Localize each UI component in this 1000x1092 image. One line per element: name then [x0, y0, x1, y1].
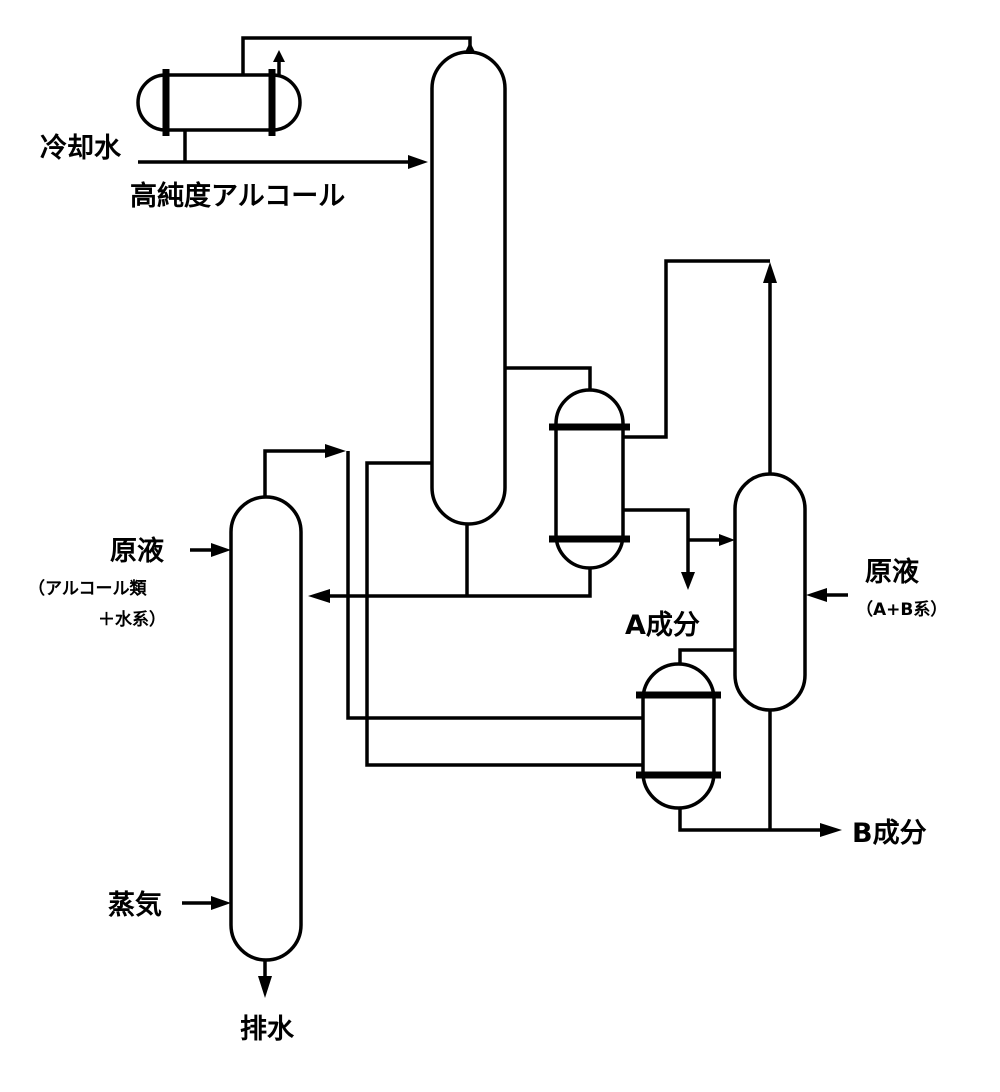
arrow-up-icon — [464, 42, 476, 54]
column1-overhead-line — [263, 449, 326, 497]
arrow-right-icon — [719, 534, 735, 546]
column-2 — [430, 50, 507, 526]
arrow-left-icon — [806, 588, 827, 602]
label-cooling-water: 冷却水 — [40, 133, 122, 164]
lower-exchanger-shell — [641, 662, 716, 810]
loop-line-inner — [365, 461, 432, 728]
piping — [138, 36, 848, 978]
arrow-right-icon — [211, 896, 231, 910]
arrow-down-icon — [681, 572, 695, 590]
arrow-left-icon — [308, 589, 330, 603]
reboiler-outlet-line — [623, 508, 690, 575]
arrow-up-icon — [273, 50, 285, 62]
label-raw-liquid-left: 原液 — [110, 536, 164, 567]
arrow-up-icon — [763, 262, 777, 283]
label-raw-liquid-left-note-2: ＋水系） — [98, 609, 166, 630]
label-raw-liquid-left-note-1: （アルコール類 — [28, 578, 147, 599]
reboiler-vapor-line — [623, 259, 770, 439]
label-raw-liquid-right-note: （A+B系） — [856, 599, 947, 620]
arrow-right-icon — [820, 823, 842, 837]
arrow-down-icon — [258, 976, 272, 998]
arrowheads — [211, 42, 842, 998]
label-steam: 蒸気 — [108, 889, 162, 921]
loop-line-lower — [365, 728, 643, 767]
label-raw-liquid-right: 原液 — [865, 557, 919, 588]
column2-side-draw-line — [505, 366, 592, 390]
arrow-right-icon — [325, 444, 346, 458]
column-1 — [229, 495, 303, 962]
label-high-purity-alcohol: 高純度アルコール — [130, 180, 345, 212]
vessels — [136, 50, 807, 962]
label-drain: 排水 — [240, 1014, 295, 1045]
arrow-right-icon — [408, 155, 428, 169]
label-component-a: A成分 — [625, 610, 700, 641]
loop-line-outer — [346, 451, 643, 720]
lower-exchanger — [636, 662, 721, 810]
reboiler-shell — [554, 388, 625, 570]
column-3 — [733, 472, 807, 712]
exchanger-bottom-line — [678, 808, 822, 832]
labels: 冷却水 高純度アルコール 原液 （アルコール類 ＋水系） 蒸気 排水 A成分 原… — [28, 133, 947, 1045]
arrow-right-icon — [211, 543, 231, 557]
reboiler — [549, 388, 630, 570]
condenser — [136, 69, 302, 136]
label-component-b: B成分 — [852, 818, 927, 849]
reboiler-bottom-line — [330, 568, 592, 598]
condenser-shell — [136, 73, 302, 132]
exchanger-top-line — [678, 648, 735, 664]
